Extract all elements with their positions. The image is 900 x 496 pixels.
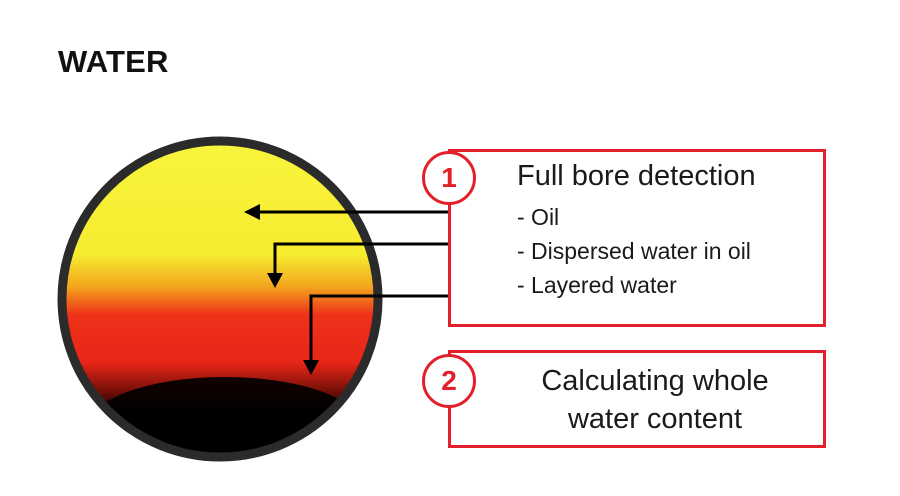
callout-line: water content: [567, 403, 743, 435]
arrow-layered-line: [309, 294, 448, 362]
detection-item-layered: - Layered water: [517, 272, 677, 298]
callout-number-badge: 2: [422, 354, 476, 408]
pipe-fluid: [62, 141, 378, 457]
pipe-wall: [57, 136, 383, 462]
callout-line: Calculating whole: [541, 365, 769, 397]
page-title: WATER: [58, 44, 169, 79]
callout-number-badge: 1: [422, 151, 476, 205]
callout-heading-full-bore: Full bore detection: [517, 160, 756, 192]
arrow-oil-head: [244, 204, 260, 220]
callout-box-full-bore: [448, 149, 826, 327]
arrow-dispersed-line: [273, 242, 448, 275]
detection-item-oil: - Oil: [517, 204, 560, 230]
callout-text-water-content: Calculating whole water content: [475, 362, 835, 438]
arrow-dispersed-head: [267, 273, 283, 288]
detection-list: - Oil - Dispersed water in oil - Layered…: [517, 200, 751, 302]
detection-item-dispersed: - Dispersed water in oil: [517, 238, 751, 264]
arrow-layered-head: [303, 360, 319, 375]
callout-box-water-content: [448, 350, 826, 448]
